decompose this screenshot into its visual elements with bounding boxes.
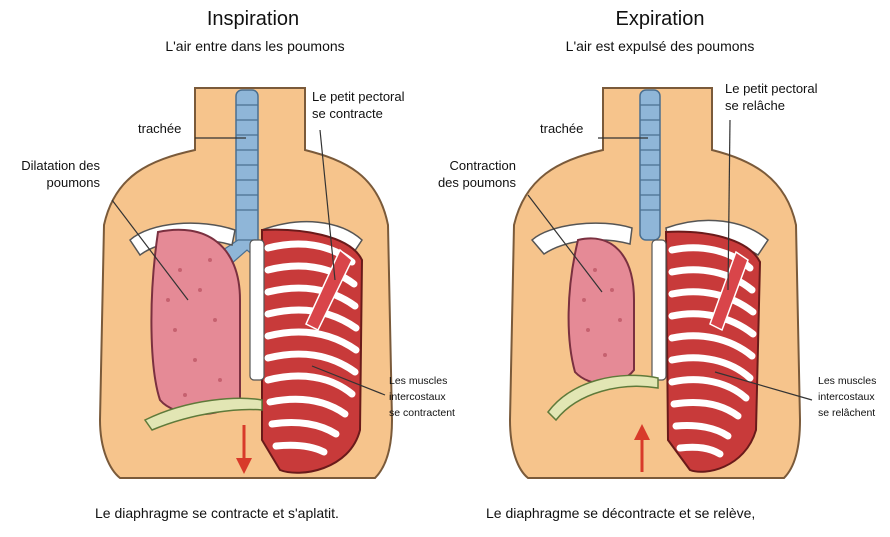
label-lungs-expiration: Contraction des poumons [420, 157, 516, 191]
label-intercostal-inspiration: Les muscles intercostaux se contractent [389, 373, 455, 421]
label-pectoral-expiration: Le petit pectoral se relâche [725, 80, 818, 114]
label-intercostal-expiration-line3: se relâchent [818, 405, 876, 421]
label-trachea-expiration: trachée [540, 120, 583, 137]
label-lungs-expiration-line2: des poumons [420, 174, 516, 191]
lung-left [151, 230, 240, 415]
sternum-right [652, 240, 666, 380]
label-lungs-inspiration-line2: poumons [8, 174, 100, 191]
caption-inspiration: Le diaphragme se contracte et s'aplatit. [95, 505, 339, 521]
trachea-right [640, 90, 660, 240]
label-trachea-inspiration: trachée [138, 120, 181, 137]
expiration-figure [510, 88, 812, 478]
label-intercostal-expiration-line1: Les muscles [818, 373, 876, 389]
label-pectoral-inspiration-line1: Le petit pectoral [312, 88, 405, 105]
caption-expiration: Le diaphragme se décontracte et se relèv… [486, 505, 755, 521]
label-pectoral-expiration-line2: se relâche [725, 97, 818, 114]
label-lungs-expiration-line1: Contraction [420, 157, 516, 174]
label-lungs-inspiration: Dilatation des poumons [8, 157, 100, 191]
label-pectoral-expiration-line1: Le petit pectoral [725, 80, 818, 97]
label-intercostal-inspiration-line2: intercostaux [389, 389, 455, 405]
label-pectoral-inspiration: Le petit pectoral se contracte [312, 88, 405, 122]
label-lungs-inspiration-line1: Dilatation des [8, 157, 100, 174]
label-intercostal-inspiration-line3: se contractent [389, 405, 455, 421]
label-intercostal-expiration: Les muscles intercostaux se relâchent [818, 373, 876, 421]
label-intercostal-expiration-line2: intercostaux [818, 389, 876, 405]
panel-subtitle-inspiration: L'air entre dans les poumons [95, 38, 415, 54]
panel-title-inspiration: Inspiration [103, 8, 403, 31]
panel-title-expiration: Expiration [510, 8, 810, 31]
inspiration-figure [100, 88, 392, 478]
panel-subtitle-expiration: L'air est expulsé des poumons [500, 38, 820, 54]
label-pectoral-inspiration-line2: se contracte [312, 105, 405, 122]
label-intercostal-inspiration-line1: Les muscles [389, 373, 455, 389]
sternum-left [250, 240, 264, 380]
